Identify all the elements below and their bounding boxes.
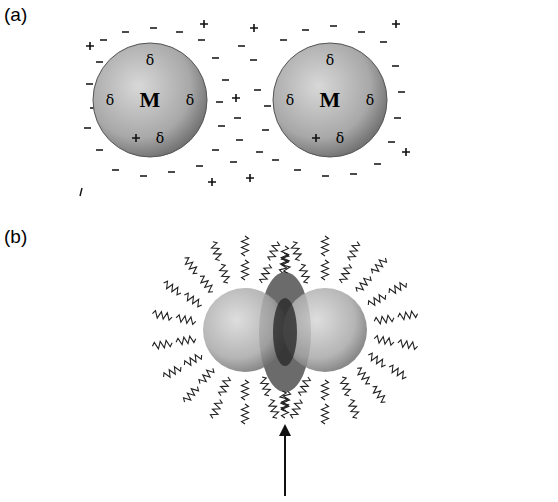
pointer-arrow [279,424,291,496]
partial-charge: δ [366,92,374,108]
panel-label: (a) [4,4,27,26]
partial-charge: δ [326,52,334,68]
partial-charge: δ [106,92,114,108]
partial-charge: δ [286,92,294,108]
stray-mark [80,188,82,196]
particle-letter: M [320,87,341,113]
particle-letter: M [140,87,161,113]
partial-charge: δ [186,92,194,108]
particle-spheres [203,288,367,372]
minus-charges [84,26,405,176]
partial-charge: δ [146,52,154,68]
panel-label: (b) [4,226,27,248]
plus-charges [86,20,410,186]
partial-charge: δ [156,130,164,146]
water-squiggles [152,236,418,424]
partial-charge: δ [336,130,344,146]
